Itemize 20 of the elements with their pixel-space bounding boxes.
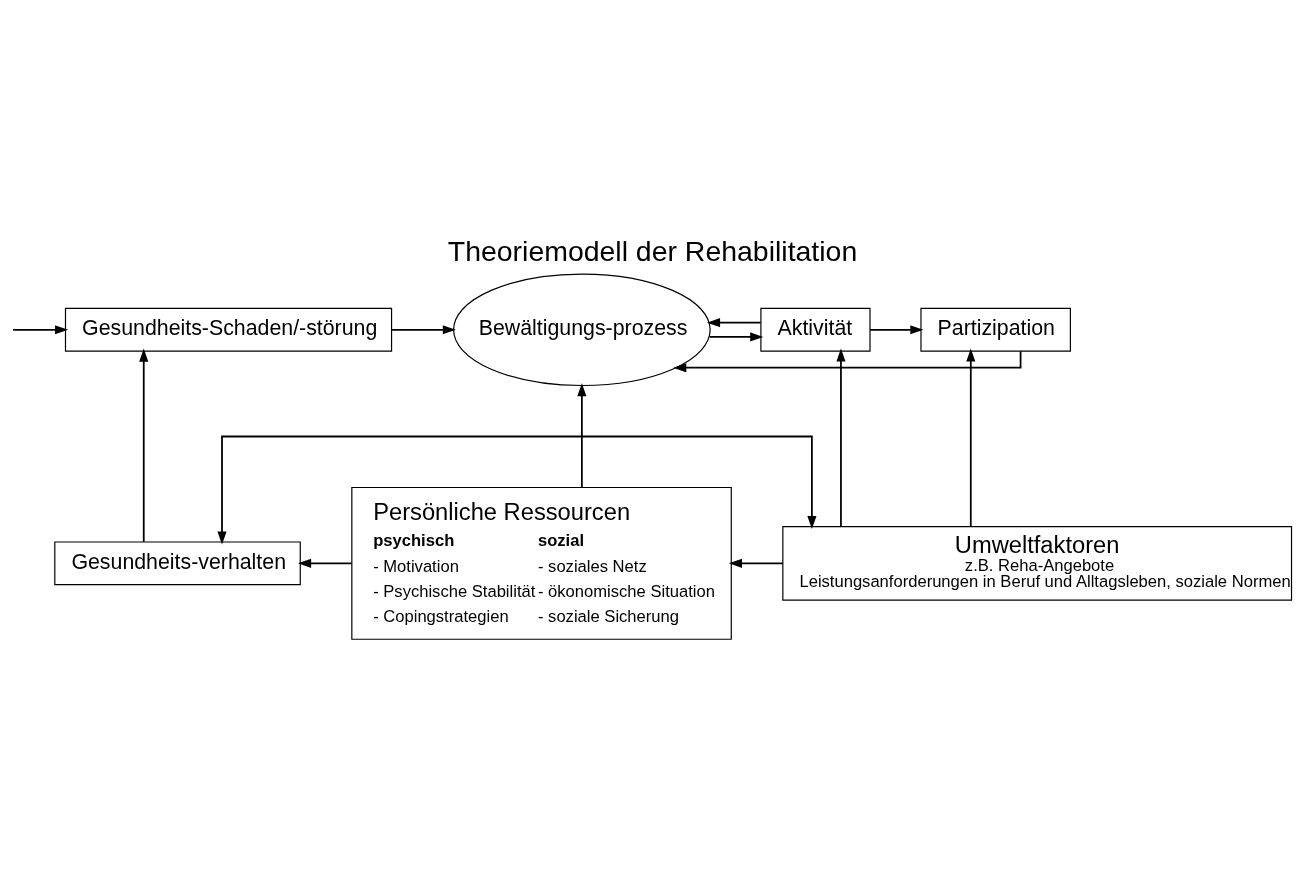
- arrow: [966, 348, 976, 527]
- arrow: [13, 324, 69, 334]
- diagram-title: Theoriemodell der Rehabilitation: [447, 234, 858, 267]
- node-box: Partizipation: [920, 307, 1071, 352]
- arrow: [836, 348, 846, 527]
- arrow: [298, 558, 353, 568]
- arrow: [139, 348, 149, 543]
- arrow: [217, 435, 817, 545]
- arrow: [869, 324, 924, 334]
- node-ellipse: Bewältigungs-prozess: [453, 272, 711, 386]
- node-box: Gesundheits-Schaden/-störung: [64, 307, 393, 352]
- arrow: [390, 324, 456, 334]
- node-box: Umweltfaktoren z.B. Reha-Angebote Leistungsanforderungen in Beruf und Alltagsleben, soziale Normen: [782, 525, 1293, 601]
- arrow: [708, 331, 764, 341]
- node-box: Aktivität: [760, 307, 871, 352]
- arrow: [707, 317, 762, 327]
- arrow: [577, 382, 587, 488]
- arrow: [728, 558, 784, 568]
- node-box: Persönliche Ressourcen psychisch sozial - Motivation - soziales Netz - Psychische Stabilität- ökonomische Situation - Copingstrategien - soziale Sicherung: [351, 486, 732, 640]
- node-box: Gesundheits-verhalten: [54, 540, 301, 585]
